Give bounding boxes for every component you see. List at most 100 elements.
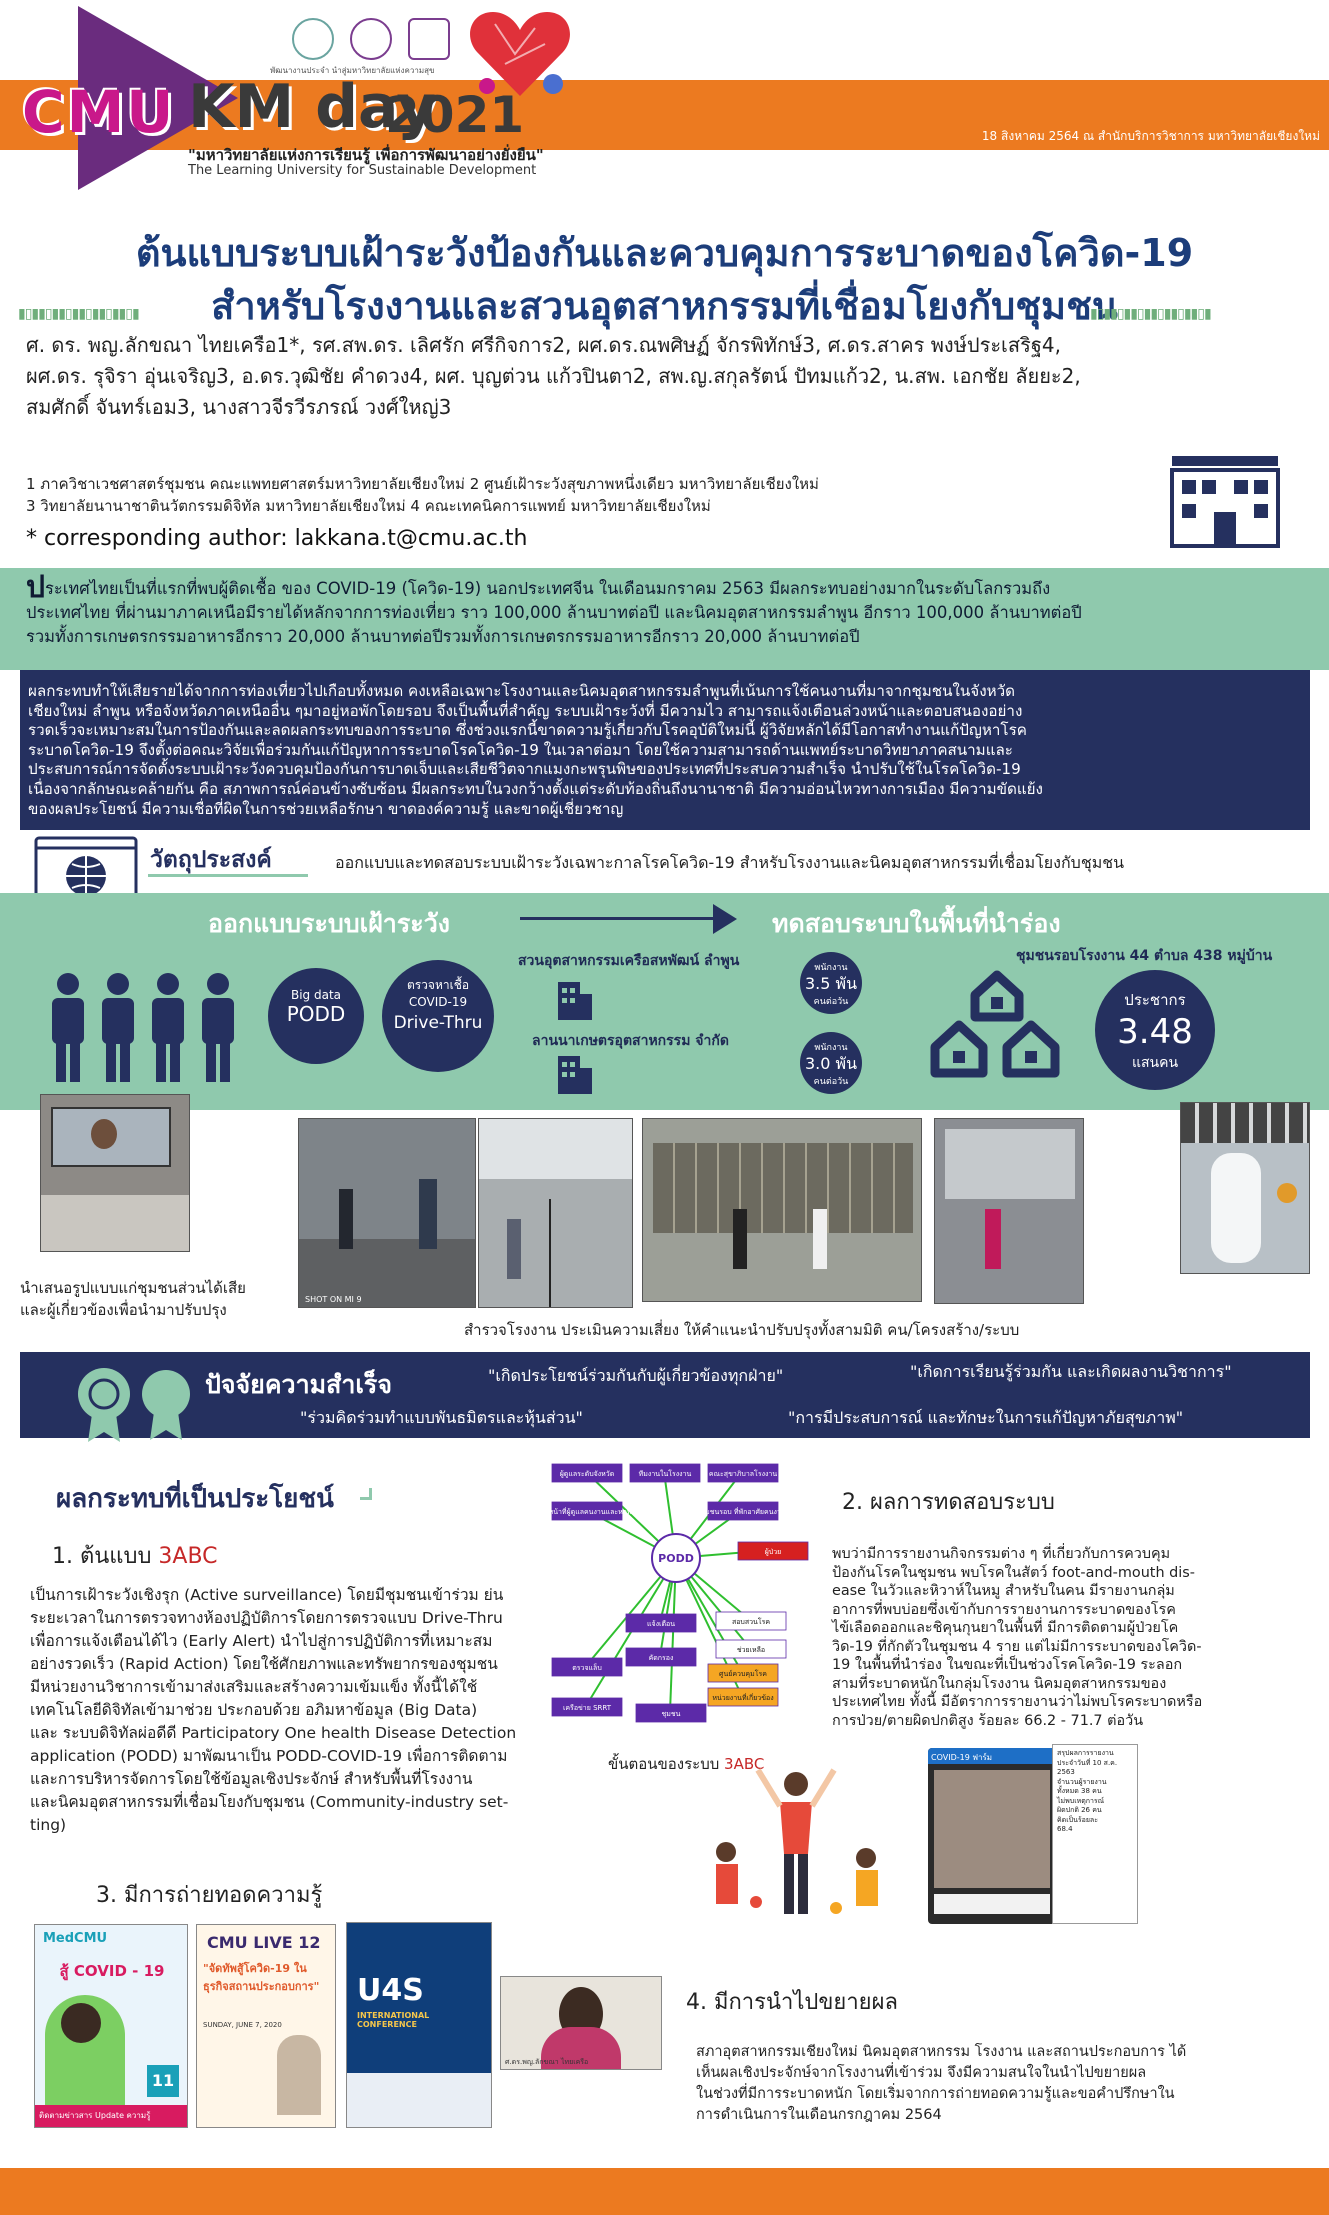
body-line: สรุปผลการรายงาน (1057, 1749, 1114, 1757)
diagram-node: ผู้ดูแลระดับจังหวัด (551, 1463, 623, 1483)
section-1-title-red: 3ABC (158, 1544, 218, 1569)
event-date-location: 18 สิงหาคม 2564 ณ สำนักบริการวิชาการ มหา… (981, 129, 1320, 143)
university-seal-icon (292, 18, 334, 60)
poster-footer: ติดตามข่าวสาร Update ความรู้ (39, 2111, 151, 2120)
workers-unit: คนต่อวัน (813, 997, 849, 1007)
celebrating-people-icon (716, 1768, 878, 1914)
diagram-node: คัดกรอง (625, 1647, 697, 1667)
body-line: และ ระบบดิจิทัลผ่อดีดี Participatory One… (30, 1724, 517, 1742)
diagram-node-label: ชุมชน (662, 1710, 681, 1718)
cmu-live-poster: CMU LIVE 12 "จัดทัพสู้โควิด-19 ในธุรกิจส… (196, 1924, 336, 2128)
body-line: เทคโนโลยีดิจิทัลเข้ามาช่วย ประกอบด้วย อภ… (30, 1701, 478, 1719)
footer-orange-bar (0, 2168, 1329, 2215)
diagram-node: แจ้งเตือน (625, 1613, 697, 1633)
impact-line: เชียงใหม่ ลำพูน หรือจังหวัดภาคเหนืออื่น … (28, 701, 1023, 720)
workers-label: พนักงาน (814, 1043, 848, 1053)
logo-year-text: 2021 (385, 86, 525, 144)
intro-background (0, 568, 1329, 670)
arrow-right-icon (713, 904, 737, 934)
factory-visit-photo-1: SHOT ON MI 9 (298, 1118, 476, 1308)
diagram-node: คณะสุขาภิบาลโรงงาน (707, 1463, 779, 1483)
factory-floor-photo (934, 1118, 1084, 1304)
body-line: มีหน่วยงานวิชาการเข้ามาส่งเสริมและสร้างค… (30, 1678, 478, 1696)
workers-unit: คนต่อวัน (813, 1077, 849, 1087)
webinar-caption: ศ.ดร.พญ.ลักขณา ไทยเครือ (505, 2058, 589, 2066)
body-line: 19 ในพื้นที่นำร่อง ในขณะที่เป็นช่วงโรคโค… (832, 1657, 1183, 1673)
heart-logo-icon (470, 12, 570, 96)
success-quote-4: "การมีประสบการณ์ และทักษะในการแก้ปัญหาภั… (788, 1408, 1184, 1427)
success-heading: ปัจจัยความสำเร็จ (205, 1370, 393, 1399)
logo-km-day-text: KM day (188, 72, 436, 142)
diagram-node-label: ช่วยเหลือ (737, 1646, 765, 1654)
arrow-line (520, 917, 715, 920)
ppe-worker-photo (1180, 1102, 1310, 1274)
body-line: การดำเนินการในเดือนกรกฎาคม 2564 (696, 2107, 942, 2123)
section-2-body: พบว่ามีการรายงานกิจกรรมต่าง ๆ ที่เกี่ยวก… (832, 1545, 1312, 1730)
body-line: เห็นผลเชิงประจักษ์จากโรงงานที่เข้าร่วม จ… (696, 2065, 1147, 2081)
section-4-title: 4. มีการนำไปขยายผล (686, 1990, 898, 2015)
body-line: ระยะเวลาในการตรวจทางห้องปฏิบัติการโดยการ… (30, 1609, 503, 1627)
impact-box (20, 670, 1310, 830)
design-title: ออกแบบระบบเฝ้าระวัง (208, 909, 450, 938)
body-line: ทั้งหมด 38 คน (1057, 1787, 1102, 1795)
body-line: สภาอุตสาหกรรมเชียงใหม่ นิคมอุตสาหกรรม โร… (696, 2044, 1187, 2060)
body-line: ease ในวัวและหิวาห์ในหมู สำหรับในคน มีรา… (832, 1583, 1175, 1599)
body-line: 2563 (1057, 1768, 1075, 1776)
medcmu-poster: MedCMU สู้ COVID - 19 ติดตามข่าวสาร Upda… (34, 1924, 188, 2128)
meeting-photo (40, 1094, 190, 1252)
diagram-node: ชุมชน (635, 1703, 707, 1723)
podd-circle: Big data PODD (268, 968, 364, 1064)
diagram-node: ทีมงานในโรงงาน (629, 1463, 701, 1483)
body-line: 68.4 (1057, 1825, 1073, 1833)
diagram-node-label: ชุมชนรอบ ที่พักอาศัยคนงาน (700, 1507, 785, 1516)
body-line: พบว่ามีการรายงานกิจกรรมต่าง ๆ ที่เกี่ยวก… (832, 1546, 1171, 1562)
body-line: ไข้เลือดออกและชิคุนกุนยาในพื้นที่ มีการต… (832, 1620, 1179, 1636)
slogan-thai: "มหาวิทยาลัยแห่งการเรียนรู้ เพื่อการพัฒน… (188, 146, 544, 164)
poster-title-line1: ต้นแบบระบบเฝ้าระวังป้องกันและควบคุมการระ… (135, 231, 1194, 275)
factory-building-icon (558, 982, 592, 1020)
section-1-title: 1. ต้นแบบ 3ABC (52, 1538, 218, 1573)
impact-line: ประสบการณ์การจัดตั้งระบบเฝ้าระวังควบคุมป… (28, 760, 1021, 779)
podd-hub-icon (651, 1533, 701, 1583)
diagram-node-label: ทีมงานในโรงงาน (639, 1469, 692, 1478)
poster-title: สู้ COVID - 19 (59, 1962, 165, 1980)
locker-room-photo (642, 1118, 922, 1302)
affiliation-line-2: 3 วิทยาลัยนานาชาตินวัตกรรมดิจิทัล มหาวิท… (26, 497, 711, 515)
diagram-node-label: ผู้ดูแลระดับจังหวัด (560, 1470, 615, 1478)
body-line: ผิดปกติ 26 คน (1057, 1806, 1102, 1814)
benefits-heading: ผลกระทบที่เป็นประโยชน์ (56, 1484, 334, 1514)
drop-cap: ป (26, 570, 46, 605)
diagram-node-label: ศูนย์ควบคุมโรค (719, 1669, 767, 1678)
section-1-body: เป็นการเฝ้าระวังเชิงรุก (Active surveill… (30, 1584, 570, 1837)
heading-accent-icon (360, 1488, 372, 1500)
body-line: อย่างรวดเร็ว (Rapid Action) โดยใช้ศักยภา… (30, 1655, 498, 1673)
diagram-node-label: ผู้ป่วย (765, 1548, 782, 1556)
partner-text: พัฒนางานประจำ นำสู่มหาวิทยาลัยแห่งความสุ… (270, 66, 435, 75)
diagram-node-label: หน่วยงานที่เกี่ยวข้อง (712, 1693, 773, 1702)
diagram-caption-text: ขั้นตอนของระบบ (608, 1755, 725, 1773)
population-label: ประชากร (1124, 991, 1186, 1009)
diagram-node: ชุมชนรอบ ที่พักอาศัยคนงาน (700, 1501, 786, 1521)
diagram-node-label: ตรวจแล็บ (572, 1663, 602, 1672)
pilot-site-1: สวนอุตสาหกรรมเครือสหพัฒน์ ลำพูน (518, 953, 740, 969)
poster-subtitle: INTERNATIONAL CONFERENCE (357, 2011, 430, 2029)
logo-cmu-text: CMU (22, 78, 176, 146)
objective-text: ออกแบบและทดสอบระบบเฝ้าระวังเฉพาะกาลโรคโค… (335, 853, 1125, 872)
body-line: ไม่พบเหตุการณ์ (1057, 1796, 1105, 1805)
body-line: ป้องกันโรคในชุมชน พบโรคในสัตว์ foot-and-… (832, 1564, 1195, 1581)
pilot-site-2: ลานนาเกษตรอุตสาหกรรม จำกัด (532, 1033, 729, 1049)
university-building-icon (1170, 456, 1280, 548)
workers-value: 3.0 พัน (804, 1054, 857, 1073)
body-line: และนิคมอุตสาหกรรมที่เชื่อมโยงกับชุมชน (C… (30, 1793, 509, 1811)
pilot-title: ทดสอบระบบในพื้นที่นำร่อง (772, 909, 1061, 938)
3abc-process-diagram: PODDผู้ดูแลระดับจังหวัดทีมงานในโรงงานคณะ… (548, 1463, 809, 1723)
diagram-node: ศูนย์ควบคุมโรค (707, 1663, 779, 1683)
body-line: จำนวนผู้รายงาน (1057, 1777, 1107, 1786)
intro-paragraph: ประเทศไทยเป็นที่แรกที่พบผู้ติดเชื้อ ของ … (26, 573, 1306, 649)
cmu-logo-icon (408, 18, 450, 60)
body-line: ประจำวันที่ 10 ส.ค. (1057, 1758, 1118, 1767)
body-line: และการบริหารจัดการโดยใช้ข้อมูลเชิงประจัก… (30, 1770, 473, 1788)
crest-icon (350, 18, 392, 60)
body-line: วิด-19 ที่กักตัวในชุมชน 4 ราย แต่ไม่มีกา… (832, 1638, 1202, 1655)
